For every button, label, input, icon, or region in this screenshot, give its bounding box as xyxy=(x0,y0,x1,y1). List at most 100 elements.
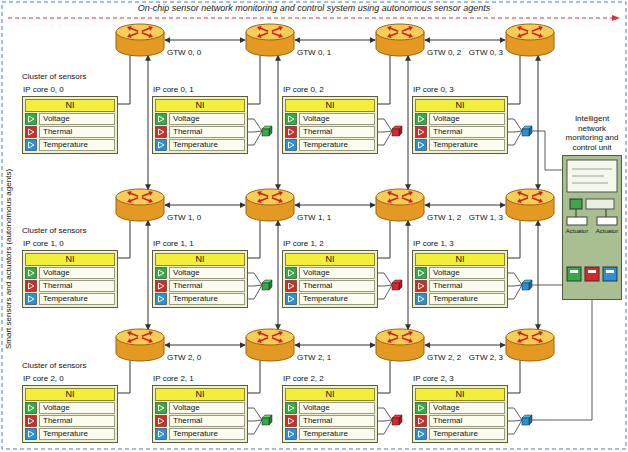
link-line xyxy=(508,361,520,394)
sensor-label: Temperature xyxy=(39,428,115,440)
chip-icon xyxy=(522,126,532,136)
sensor-row: Thermal xyxy=(285,280,375,292)
link-line xyxy=(425,40,505,41)
link-line xyxy=(378,221,390,259)
sensor-wires xyxy=(508,408,522,434)
sensor-row: Voltage xyxy=(285,402,375,414)
router-node: GTW 0, 2 xyxy=(375,23,425,57)
sensor-icon xyxy=(155,293,167,305)
router-node: GTW 0, 3 xyxy=(505,23,555,57)
sensor-icon xyxy=(415,293,427,305)
sensor-row: Voltage xyxy=(415,267,505,279)
router-icon xyxy=(245,23,295,57)
sensor-label: Thermal xyxy=(429,415,505,427)
sensor-wires xyxy=(248,408,262,434)
chip-icon xyxy=(392,126,402,136)
link-line xyxy=(378,56,390,105)
router-icon xyxy=(115,328,165,362)
sensor-label: Thermal xyxy=(429,280,505,292)
chip-icon xyxy=(392,415,402,425)
sensor-label: Voltage xyxy=(429,267,505,279)
sensor-icon xyxy=(285,402,297,414)
sensor-row: Thermal xyxy=(415,126,505,138)
sensor-icon xyxy=(155,280,167,292)
ip-core-box: IP core 0, 1NIVoltageThermalTemperature xyxy=(152,96,248,154)
sensor-icon xyxy=(155,267,167,279)
sensor-label: Temperature xyxy=(429,139,505,151)
link-line xyxy=(538,221,539,330)
core-label: IP core 2, 1 xyxy=(153,374,194,384)
cluster-label: Cluster of sensors xyxy=(22,226,86,236)
ip-core-box: IP core 2, 1NIVoltageThermalTemperature xyxy=(152,385,248,443)
flow-arrow xyxy=(8,17,612,18)
sensor-row: Temperature xyxy=(155,428,245,440)
sensor-label: Thermal xyxy=(39,126,115,138)
ni-header: NI xyxy=(285,99,375,112)
control-panel xyxy=(562,155,622,300)
sensor-wires xyxy=(378,408,392,434)
sensor-wires xyxy=(378,273,392,299)
router-icon xyxy=(505,328,555,362)
router-label: GTW 0, 0 xyxy=(167,48,201,58)
link-line xyxy=(508,221,520,259)
link-line xyxy=(425,345,505,346)
ni-header: NI xyxy=(155,253,245,266)
cluster-label: Cluster of sensors xyxy=(22,361,86,371)
sensor-label: Thermal xyxy=(169,126,245,138)
sensor-label: Temperature xyxy=(39,139,115,151)
router-node: GTW 2, 3 xyxy=(505,328,555,362)
router-icon xyxy=(245,188,295,222)
sensor-label: Temperature xyxy=(299,428,375,440)
sensor-icon xyxy=(25,126,37,138)
sensor-row: Voltage xyxy=(415,402,505,414)
router-label: GTW 2, 0 xyxy=(167,353,201,363)
router-label: GTW 0, 1 xyxy=(297,48,331,58)
sensor-label: Voltage xyxy=(429,113,505,125)
side-label: Smart sensors and actuators (autonomous … xyxy=(4,149,14,369)
sensor-row: Temperature xyxy=(415,139,505,151)
router-label: GTW 2, 3 xyxy=(469,353,503,363)
sensor-row: Thermal xyxy=(25,126,115,138)
router-label: GTW 1, 0 xyxy=(167,213,201,223)
sensor-icon xyxy=(285,415,297,427)
ni-header: NI xyxy=(25,99,115,112)
core-label: IP core 2, 0 xyxy=(23,374,64,384)
core-label: IP core 1, 0 xyxy=(23,239,64,249)
sensor-label: Voltage xyxy=(39,113,115,125)
actuator-label: Actuator xyxy=(562,228,592,235)
sensor-row: Voltage xyxy=(415,113,505,125)
ni-header: NI xyxy=(25,253,115,266)
sensor-icon xyxy=(285,113,297,125)
router-node: GTW 1, 1 xyxy=(245,188,295,222)
link-line xyxy=(508,56,520,105)
sensor-label: Temperature xyxy=(429,428,505,440)
sensor-row: Thermal xyxy=(155,280,245,292)
link-line xyxy=(148,56,149,190)
control-unit: Intelligent network monitoring and contr… xyxy=(562,155,622,300)
sensor-label: Thermal xyxy=(39,415,115,427)
router-icon xyxy=(505,23,555,57)
router-icon xyxy=(115,23,165,57)
ni-header: NI xyxy=(415,388,505,401)
actuator-label: Actuator xyxy=(592,228,622,235)
router-label: GTW 0, 2 xyxy=(427,48,461,58)
sensor-icon xyxy=(155,402,167,414)
sensor-row: Voltage xyxy=(285,113,375,125)
sensor-icon xyxy=(155,126,167,138)
sensor-row: Thermal xyxy=(155,126,245,138)
sensor-icon xyxy=(25,267,37,279)
router-label: GTW 1, 1 xyxy=(297,213,331,223)
chip-icon xyxy=(262,280,272,290)
ip-core-box: IP core 0, 0NIVoltageThermalTemperature xyxy=(22,96,118,154)
sensor-row: Voltage xyxy=(155,113,245,125)
sensor-label: Thermal xyxy=(169,415,245,427)
sensor-row: Voltage xyxy=(155,267,245,279)
chip-icon xyxy=(392,280,402,290)
link-line xyxy=(248,221,260,259)
sensor-icon xyxy=(25,113,37,125)
sensor-row: Temperature xyxy=(25,428,115,440)
link-line xyxy=(378,361,390,394)
core-label: IP core 0, 0 xyxy=(23,85,64,95)
link-line xyxy=(278,56,279,190)
